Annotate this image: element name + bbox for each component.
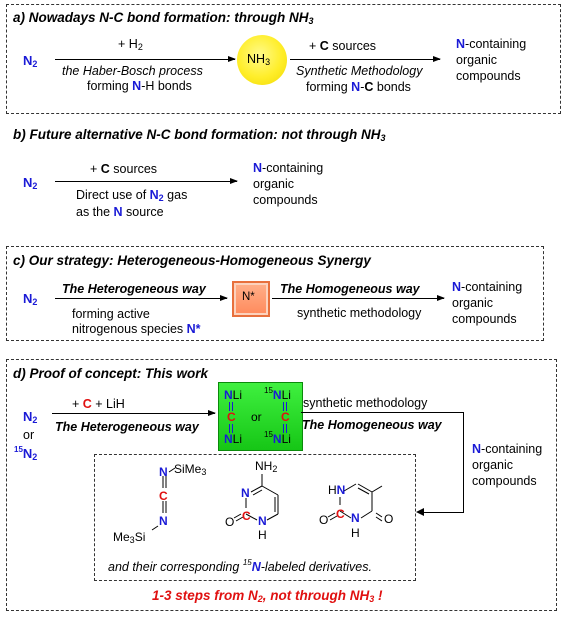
thymine-h: H (351, 526, 360, 540)
panel-c-hom-desc: synthetic methodology (297, 306, 422, 320)
panel-d-right-line (463, 412, 464, 512)
derivatives-caption: and their corresponding 15N-labeled deri… (108, 558, 372, 574)
box-iso-bond-2a (283, 424, 284, 433)
panel-c-het-desc: forming active nitrogenous species N* (72, 307, 201, 336)
box-iso-bond-2b (286, 424, 287, 433)
panel-d (6, 359, 557, 611)
panel-b-arrow (55, 178, 238, 184)
cytosine-n1: N (258, 514, 267, 528)
cytosine-nh2: NH2 (255, 459, 278, 474)
panel-c-hom-label: The Homogeneous way (280, 282, 420, 296)
thymine-structure (327, 483, 383, 522)
panel-d-hom-label: The Homogeneous way (302, 418, 442, 432)
nh3-label: NH3 (247, 52, 271, 67)
cytosine-c2: C (242, 509, 251, 523)
panel-d-return-line (424, 512, 464, 513)
box-carbon: C (227, 410, 236, 424)
panel-a-product: N-containing organic compounds (456, 37, 527, 83)
panel-c-arrow-2 (272, 295, 445, 301)
box-top-nli: NLi (224, 388, 243, 402)
panel-d-or: or (23, 428, 35, 442)
panel-a-step2-method: Synthetic Methodology (296, 64, 423, 78)
panel-c-arrow-1 (55, 295, 228, 301)
carbodiimide-n-top: N (159, 465, 168, 479)
panel-c-het-label: The Heterogeneous way (62, 282, 206, 296)
carbodiimide-n-bottom: N (159, 514, 168, 528)
thymine-o2: O (384, 512, 394, 526)
panel-d-footer: 1-3 steps from N2, not through NH3 ! (152, 588, 383, 604)
panel-d-reactant-1: N2 (23, 409, 38, 425)
box-iso-carbon: C (281, 410, 290, 424)
panel-c-title: c) Our strategy: Heterogeneous-Homogeneo… (13, 253, 371, 268)
products-box (94, 454, 416, 581)
carbodiimide-me3si: Me3Si (113, 530, 146, 545)
panel-d-reagent: + C + LiH (72, 397, 125, 411)
panel-a-step2-reagent: + C sources (309, 39, 377, 53)
thymine-o1: O (319, 513, 329, 527)
panel-a-step1-reagent: + H2 (118, 37, 143, 52)
box-or: or (251, 410, 262, 424)
panel-d-return-arrowhead (416, 508, 424, 516)
panel-d-title: d) Proof of concept: This work (13, 366, 208, 381)
box-bond-1a (229, 402, 230, 411)
panel-d-hom-line (301, 412, 463, 413)
cytosine-n3: N (241, 486, 250, 500)
panel-a-reactant: N2 (23, 53, 38, 69)
nstar-box (232, 281, 270, 317)
thymine-c2: C (336, 507, 345, 521)
panel-a-step1-bonds: forming N-H bonds (87, 79, 192, 93)
box-bond-1b (232, 402, 233, 411)
dilithium-cyanamide-box (218, 382, 303, 451)
panel-b-product: N-containing organic compounds (253, 161, 324, 207)
panel-a-arrow-1 (55, 56, 236, 62)
thymine-n1: N (351, 511, 360, 525)
carbodiimide-structure (151, 467, 176, 531)
thymine-hn: HN (328, 483, 346, 497)
panel-c (6, 246, 544, 341)
box-bottom-nli: NLi (224, 432, 243, 446)
cytosine-o: O (225, 515, 235, 529)
box-iso-bond-1a (283, 402, 284, 411)
cytosine-h: H (258, 528, 267, 542)
cytosine-structure (233, 474, 279, 522)
panel-a-arrow-2 (290, 56, 441, 62)
panel-d-het-label: The Heterogeneous way (55, 420, 199, 434)
panel-a-title: a) Nowadays N-C bond formation: through … (13, 10, 314, 26)
panel-b-reactant: N2 (23, 175, 38, 191)
nh3-circle (237, 35, 287, 85)
box-iso-top: 15NLi (264, 386, 291, 402)
panel-a-step1-process: the Haber-Bosch process (62, 64, 203, 78)
panel-d-arrow-1 (52, 410, 216, 416)
panel-b-title: b) Future alternative N-C bond formation… (13, 127, 386, 143)
nstar-label: N* (242, 291, 255, 303)
panel-d-reactant-2: 15N2 (14, 445, 38, 462)
panel-b-source: as the N source (76, 205, 164, 219)
box-bond-2b (232, 424, 233, 433)
carbodiimide-c: C (159, 489, 168, 503)
box-bond-2a (229, 424, 230, 433)
panel-d-hom-desc: synthetic methodology (303, 396, 428, 410)
carbodiimide-simes: SiMe3 (174, 462, 207, 477)
panel-b-reagent: + C sources (90, 162, 158, 176)
panel-d-product: N-containing organic compounds (472, 442, 543, 488)
panel-c-reactant: N2 (23, 291, 38, 307)
box-iso-bottom: 15NLi (264, 430, 291, 446)
panel-a-step2-bonds: forming N-C bonds (306, 80, 411, 94)
panel-a (6, 4, 561, 114)
box-iso-bond-1b (286, 402, 287, 411)
panel-c-product: N-containing organic compounds (452, 280, 523, 326)
panel-b-direct-use: Direct use of N2 gas (76, 188, 188, 203)
